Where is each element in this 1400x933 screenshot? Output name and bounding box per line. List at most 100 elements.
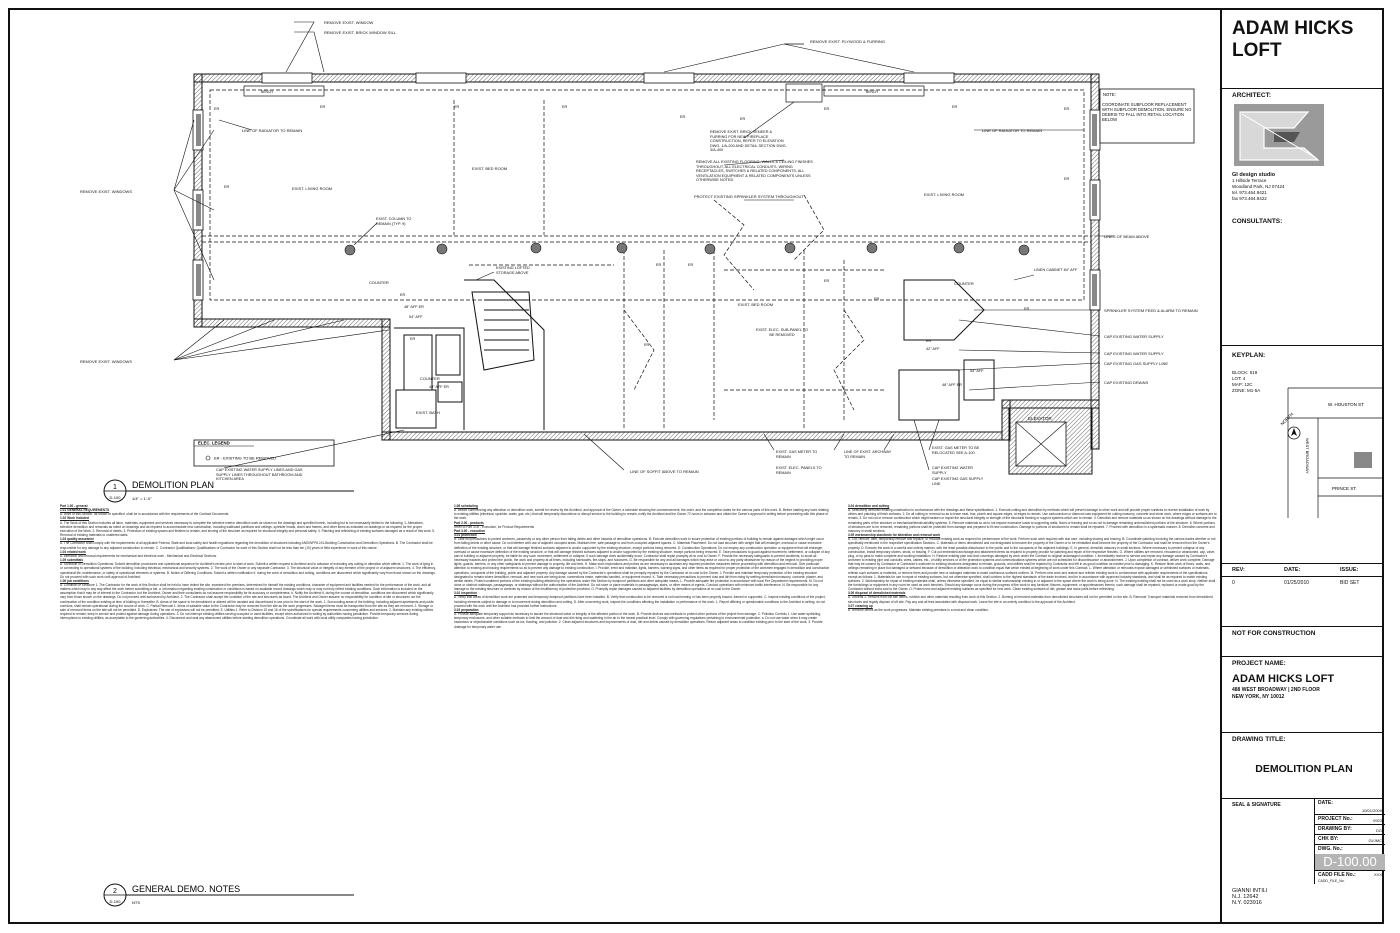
callout-radiator-right: LINE OF RADIATOR TO REMAIN: [982, 128, 1042, 133]
note-heading: 1.01 GENERAL REQUIREMENTS: [60, 508, 110, 513]
architect-address-line: Woodland Park, NJ 07424: [1232, 183, 1285, 189]
architect-logo: [1234, 104, 1324, 166]
notes-scale: NTS: [132, 900, 140, 905]
interior-walls: [394, 279, 995, 430]
callout-remove-windows-bottom: REMOVE EXIST. WINDOWS: [80, 359, 132, 364]
note-heading: Part 3.00 - execution: [454, 528, 486, 533]
date-label: DATE:: [1318, 800, 1333, 806]
svg-text:ER: ER: [214, 107, 220, 111]
note-body: A. General 1. Remove from the site debri…: [848, 595, 1213, 604]
svg-text:42" AFF: 42" AFF: [926, 347, 940, 351]
room-living-left: EXIST. LIVING ROOM: [292, 186, 332, 191]
drawn-by: DG: [1376, 828, 1382, 833]
svg-text:48" AFF ER: 48" AFF ER: [942, 383, 962, 387]
note-body: A. Schedule of Demolition Operations: Su…: [60, 562, 436, 579]
exterior-walls: [193, 73, 1100, 450]
project-no-label: PROJECT No.:: [1318, 816, 1353, 822]
note-body: A. Condition of Structure 1. The Contrac…: [60, 582, 434, 621]
note-body: A. Cut, remove, alter, temporarily remov…: [848, 537, 1216, 592]
note-body: A. Remove debris as the work progresses.…: [848, 607, 989, 612]
room-labels: EXIST. LIVING ROOM EXIST. BED ROOM EXIST…: [261, 90, 1052, 421]
label-counter-1: COUNTER: [369, 280, 389, 285]
note-text: COORDINATE SUBFLOOR REPLACEMENT WITH SUB…: [1102, 102, 1192, 122]
callout-cap-gas-2: CAP EXISTING GAS SUPPLY LINE: [932, 477, 984, 486]
plan-scale: 1/4" = 1'-0": [132, 496, 152, 501]
room-elevator: ELEVATOR: [1028, 416, 1052, 421]
room-living-right: EXIST. LIVING ROOM: [924, 192, 964, 197]
callout-cap-gas: CAP EXISTING GAS SUPPLY LINE: [1104, 361, 1168, 366]
aff-labels: 48" AFF ER 54" AFF 48" AFF ER 42" AFF 48…: [404, 305, 984, 389]
callout-lofted-storage: EXISTING LOFTED STORAGE ABOVE: [496, 266, 530, 275]
note-heading: Part 2.00 - products: [454, 520, 484, 525]
note-body: A. Verify that areas of demolition work …: [454, 595, 826, 608]
drawn-by-label: DRAWING BY:: [1318, 826, 1352, 832]
cadd-label: CADD FILE No.:: [1318, 872, 1356, 878]
note-box: NOTE: COORDINATE SUBFLOOR REPLACEMENT WI…: [1099, 88, 1195, 144]
project-no: 0923: [1373, 818, 1382, 823]
note-title: NOTE:: [1103, 92, 1116, 97]
svg-text:ER: ER: [688, 263, 694, 267]
architect-label: ARCHITECT:: [1232, 92, 1271, 99]
note-heading: 1.03 quality assurance: [60, 537, 95, 542]
elec-legend: ELEC. LEGEND ER - EXISTING TO BE REMOVED: [193, 439, 335, 467]
note-heading: 1.05 submittals: [60, 558, 84, 563]
callout-linen-cabinet: LINEN CABINET 84" AFF: [1034, 268, 1078, 272]
svg-text:ER: ER: [926, 339, 932, 343]
architect-name: GI design studio: [1232, 172, 1276, 178]
svg-text:ER: ER: [680, 115, 686, 119]
note-body: A. Before commencing any alteration or d…: [454, 508, 829, 521]
rev-0-number: 0: [1232, 580, 1235, 586]
note-heading: 1.06 job conditions: [60, 578, 89, 583]
drawing-area: NOTE: COORDINATE SUBFLOOR REPLACEMENT WI…: [24, 10, 1220, 922]
callout-column: EXIST. COLUMN TO REMAIN (TYP. 9): [376, 217, 412, 226]
note-body: A. Provide adequate temporary support as…: [454, 612, 823, 629]
cadd-extra: CADD_FILE_No.: [1318, 879, 1345, 883]
site-marker: [1354, 452, 1372, 468]
note-heading: 3.05 workmanship standards for alteratio…: [848, 533, 941, 538]
svg-text:ER: ER: [400, 293, 406, 297]
legend-title: ELEC. LEGEND: [198, 441, 230, 446]
svg-text:ER: ER: [410, 337, 416, 341]
project-address-2: NEW YORK, NY 10012: [1232, 694, 1285, 700]
bench-boxes: [243, 83, 925, 103]
title-block: ADAM HICKS LOFT ARCHITECT: GI design stu…: [1220, 8, 1385, 924]
plan-sheet-ref: D-100: [110, 495, 122, 500]
notes-number: 2: [113, 888, 117, 895]
note-heading: 3.07 cleaning up: [848, 603, 873, 608]
note-heading: 1.04 related work: [60, 549, 86, 554]
plan-title-block: 1 D-100 DEMOLITION PLAN 1/4" = 1'-0": [103, 479, 354, 503]
keyplan-label: KEYPLAN:: [1232, 352, 1266, 359]
legend-item: ER - EXISTING TO BE REMOVED: [214, 456, 276, 461]
notes-title: GENERAL DEMO. NOTES: [132, 884, 240, 894]
not-for-construction: NOT FOR CONSTRUCTION: [1232, 630, 1316, 637]
note-body: Refer to Part 3.00 - Execution, for Prod…: [454, 524, 535, 529]
note-heading: 1.02 Work Included: [60, 516, 89, 521]
date-header: DATE:: [1284, 567, 1301, 573]
date-value: 10/01/2009: [1361, 808, 1382, 813]
keyplan-info-line: BLOCK: 519: [1232, 370, 1258, 375]
sheet-border: [8, 8, 1384, 924]
note-heading: 3.06 disposal of demolished materials: [848, 591, 906, 596]
callout-radiator-left: LINE OF RADIATOR TO REMAIN: [242, 128, 302, 133]
architect-address-line: 1 Hillside Terrace: [1232, 178, 1267, 183]
callout-gas-meter-reloc: EXIST. GAS METER TO BE RELOCATED SEE A-1…: [932, 446, 980, 455]
note-body: A. Selectively demolish existing constru…: [848, 508, 1217, 533]
callout-cap-drains: CAP EXISTING DRAINS: [1104, 380, 1148, 385]
svg-text:ER: ER: [224, 185, 230, 189]
label-counter-2: COUNTER: [954, 281, 974, 286]
callout-cap-water-3: CAP EXISTING WATER SUPPLY: [932, 466, 973, 475]
callout-remove-window: REMOVE EXIST. WINDOW: [324, 20, 374, 25]
cadd-no: XXX: [1373, 872, 1382, 877]
keyplan-map: NORTH W. HOUSTON ST WEST BROADWAY PRINCE…: [1280, 387, 1384, 518]
architect-address-line: tel. 973.464.9421: [1232, 189, 1267, 195]
consultants-label: CONSULTANTS:: [1232, 218, 1283, 225]
demolition-dashed-lines: [202, 89, 1091, 430]
note-heading: 3.04 demolition and cutting: [848, 504, 890, 508]
callout-remove-windows-top: REMOVE EXIST. WINDOWS: [80, 189, 132, 194]
svg-text:ER: ER: [562, 105, 568, 109]
keyplan-info-line: MAP: 12C: [1232, 381, 1253, 387]
title-line-1: ADAM HICKS: [1232, 18, 1354, 39]
